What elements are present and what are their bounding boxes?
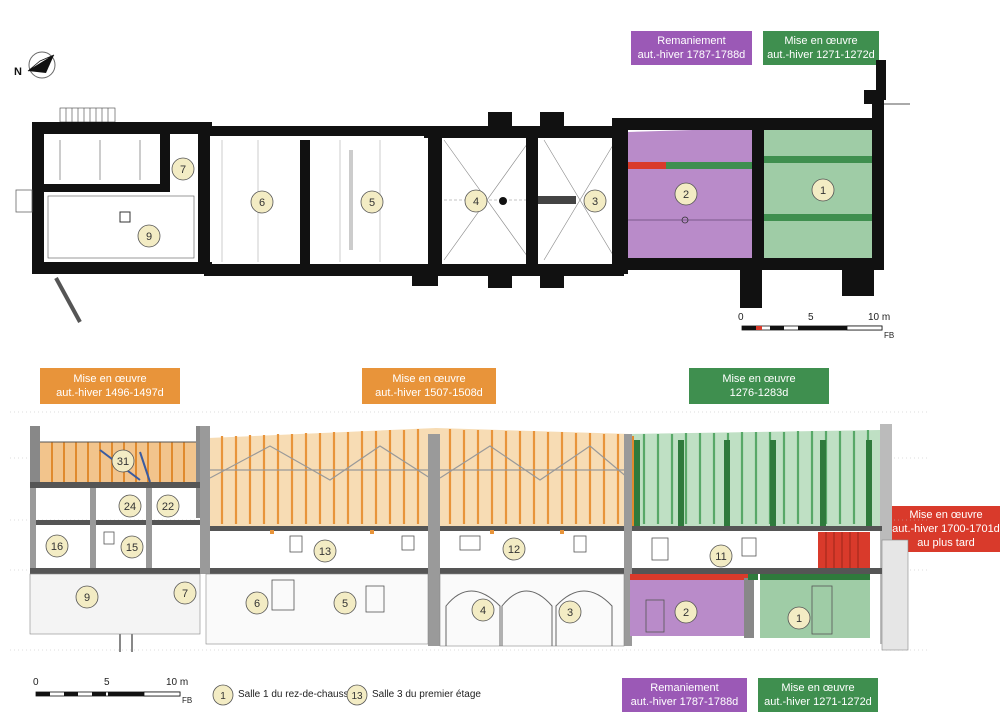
- plan-room-number: 2: [683, 189, 689, 201]
- legend-badge-first: 13: [346, 684, 368, 706]
- section-label-line1: Mise en œuvre: [73, 373, 147, 385]
- plan-scale-end: 10 m: [868, 312, 891, 323]
- section-label-middle: Mise en œuvre aut.-hiver 1507-1508d: [362, 368, 496, 404]
- section-room-badge: [502, 537, 526, 561]
- legend-badge-ground: 1: [212, 684, 234, 706]
- plan-scale-mid: 5: [808, 312, 814, 323]
- bottom-label-line2: aut.-hiver 1271-1272d: [764, 696, 872, 708]
- bottom-label-mise-en-oeuvre: Mise en œuvre aut.-hiver 1271-1272d: [758, 678, 878, 712]
- section-label-line1: Mise en œuvre: [392, 373, 466, 385]
- plan-label-line2: aut.-hiver 1271-1272d: [767, 49, 875, 61]
- plan-room-badge: [583, 189, 607, 213]
- plan-room-badge: [250, 190, 274, 214]
- section-room-number: 5: [342, 598, 348, 610]
- section-room-number: 9: [84, 592, 90, 604]
- section-label-left: Mise en œuvre aut.-hiver 1496-1497d: [40, 368, 180, 404]
- compass-letter: N: [14, 66, 22, 78]
- section-room-badge: [787, 606, 811, 630]
- plan-room-number: 3: [592, 196, 598, 208]
- section-label-line1: Mise en œuvre: [909, 509, 983, 521]
- section-room-badge: [173, 581, 197, 605]
- section-room-number: 6: [254, 598, 260, 610]
- plan-room-number: 9: [146, 231, 152, 243]
- section-label-line2: 1276-1283d: [729, 387, 789, 399]
- section-room-badge: [333, 591, 357, 615]
- plan-room-number: 5: [369, 197, 375, 209]
- plan-label-mise-en-oeuvre: Mise en œuvre aut.-hiver 1271-1272d: [763, 31, 879, 65]
- plan-scale-author: FB: [884, 331, 895, 340]
- plan-room-number: 7: [180, 164, 186, 176]
- plan-room-badge: [464, 189, 488, 213]
- section-label-line3: au plus tard: [917, 537, 975, 549]
- section-scale-bar: [35, 691, 181, 697]
- section-room-number: 2: [683, 607, 689, 619]
- section-room-number: 22: [162, 501, 174, 513]
- section-room-number: 12: [508, 544, 520, 556]
- floor-plan: 1 2 3 4 5 6 7 9: [15, 60, 910, 331]
- section-room-number: 31: [117, 456, 129, 468]
- plan-walls: [32, 60, 886, 308]
- section-label-red: Mise en œuvre aut.-hiver 1700-1701d au p…: [892, 506, 1000, 552]
- section-room-number: 3: [567, 607, 573, 619]
- plan-room-number: 6: [259, 197, 265, 209]
- plan-room-badge: [360, 190, 384, 214]
- plan-room-badge: [137, 224, 161, 248]
- section-room-badges: 31 24 22 16 15 13 12 11 9 7 6 5 4 3 2 1: [45, 449, 811, 630]
- section-label-line2: aut.-hiver 1496-1497d: [56, 387, 164, 399]
- section-room-number: 24: [124, 501, 136, 513]
- compass-icon: N: [14, 51, 56, 79]
- plan-label-line1: Mise en œuvre: [784, 35, 858, 47]
- section-scale-end: 10 m: [166, 677, 189, 688]
- section-room-badge: [674, 600, 698, 624]
- section-room-badge: [118, 494, 142, 518]
- section-room-badge: [120, 535, 144, 559]
- plan-scale-bar: [741, 325, 883, 331]
- bottom-label-line1: Remaniement: [650, 682, 719, 694]
- section-room-badge: [709, 544, 733, 568]
- plan-room-badge: [171, 157, 195, 181]
- section-room-badge: [245, 591, 269, 615]
- section-room-number: 4: [480, 605, 486, 617]
- section-room-number: 7: [182, 588, 188, 600]
- longitudinal-section: 31 24 22 16 15 13 12 11 9 7 6 5 4 3 2 1: [10, 411, 930, 652]
- plan-label-remaniement: Remaniement aut.-hiver 1787-1788d: [631, 31, 752, 65]
- section-room-badge: [156, 494, 180, 518]
- section-room-badge: [45, 534, 69, 558]
- section-room-badge: [558, 600, 582, 624]
- section-room-badge: [75, 585, 99, 609]
- plan-scale-zero: 0: [738, 312, 744, 323]
- section-room-badge: [313, 539, 337, 563]
- plan-room-number: 1: [820, 185, 826, 197]
- section-room-number: 1: [796, 613, 802, 625]
- section-room-number: 11: [715, 551, 726, 563]
- bottom-label-line1: Mise en œuvre: [781, 682, 855, 694]
- plan-room-badge: [811, 178, 835, 202]
- section-label-line1: Mise en œuvre: [722, 373, 796, 385]
- section-room-number: 13: [319, 546, 331, 558]
- legend-ground-number: 1: [220, 691, 226, 702]
- section-room-number: 15: [126, 542, 138, 554]
- plan-room-badges: 1 2 3 4 5 6 7 9: [137, 157, 835, 248]
- bottom-label-remaniement: Remaniement aut.-hiver 1787-1788d: [622, 678, 747, 712]
- section-label-line2: aut.-hiver 1507-1508d: [375, 387, 483, 399]
- plan-room-badge: [674, 182, 698, 206]
- section-scale-author: FB: [182, 696, 193, 705]
- section-scale-zero: 0: [33, 677, 39, 688]
- plan-label-line1: Remaniement: [657, 35, 726, 47]
- section-label-green: Mise en œuvre 1276-1283d: [689, 368, 829, 404]
- bottom-label-line2: aut.-hiver 1787-1788d: [630, 696, 739, 708]
- plan-label-line2: aut.-hiver 1787-1788d: [637, 49, 746, 61]
- legend-ground-text: Salle 1 du rez-de-chaussée: [238, 689, 360, 700]
- legend-first-number: 13: [351, 691, 363, 702]
- section-room-badge: [111, 449, 135, 473]
- section-label-line2: aut.-hiver 1700-1701d: [892, 523, 1000, 535]
- plan-stairs: [59, 107, 116, 123]
- plan-room-number: 4: [473, 196, 479, 208]
- legend-first-text: Salle 3 du premier étage: [372, 689, 481, 700]
- section-room-badge: [471, 598, 495, 622]
- section-scale-mid: 5: [104, 677, 110, 688]
- section-room-number: 16: [51, 541, 63, 553]
